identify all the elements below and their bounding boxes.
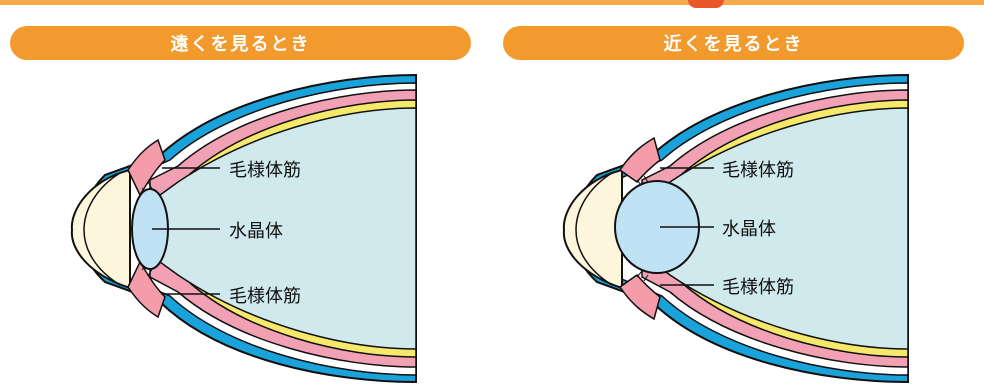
label-ciliary-muscle-upper-far: 毛様体筋 (229, 156, 301, 182)
panel-title-far: 遠くを見るとき (10, 26, 471, 60)
panel-title-near: 近くを見るとき (503, 26, 964, 60)
label-lens-far: 水晶体 (229, 217, 283, 243)
top-accent-badge (688, 0, 724, 8)
label-ciliary-muscle-lower-far: 毛様体筋 (229, 282, 301, 308)
label-ciliary-muscle-upper-near: 毛様体筋 (722, 156, 794, 182)
label-lens-near: 水晶体 (722, 215, 776, 241)
top-accent-bar (0, 0, 984, 5)
label-ciliary-muscle-lower-near: 毛様体筋 (722, 273, 794, 299)
